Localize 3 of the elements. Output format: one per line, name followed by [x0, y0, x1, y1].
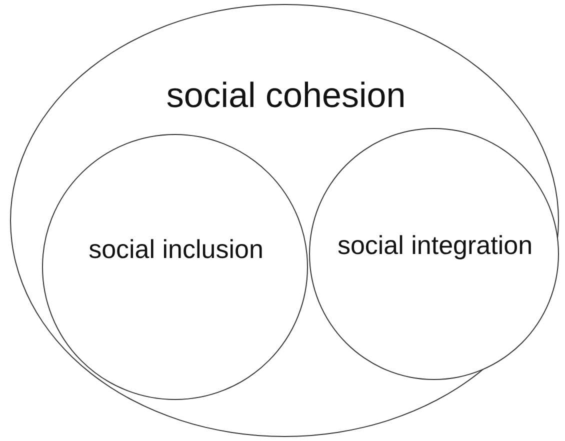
- node-label: social inclusion: [88, 233, 264, 266]
- node-label: social integration: [336, 229, 534, 262]
- node-label: social cohesion: [165, 75, 407, 117]
